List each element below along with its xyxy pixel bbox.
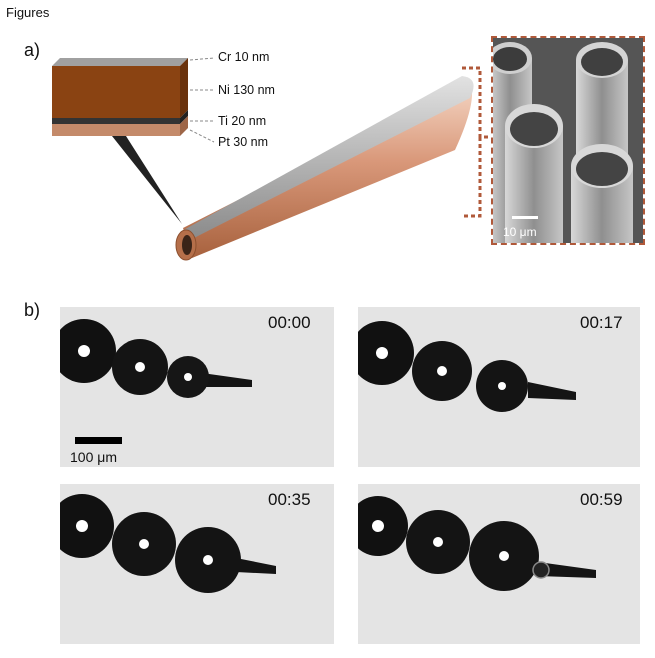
video-frame-2 bbox=[358, 307, 640, 467]
sem-micrograph bbox=[493, 38, 643, 243]
layer-label-ni: Ni 130 nm bbox=[218, 83, 275, 97]
video-frame-4 bbox=[358, 484, 640, 644]
timestamp-4: 00:59 bbox=[580, 490, 623, 509]
zoom-pointer bbox=[112, 136, 182, 224]
microtube-schematic bbox=[52, 57, 490, 261]
sem-scale-label: 10 μm bbox=[503, 225, 537, 239]
scale-bar-label: 100 μm bbox=[70, 449, 117, 465]
layer-label-pt: Pt 30 nm bbox=[218, 135, 269, 149]
timestamp-1: 00:00 bbox=[268, 313, 311, 332]
timestamp-3: 00:35 bbox=[268, 490, 311, 509]
panel-b-label: b) bbox=[24, 300, 41, 320]
figure-heading: Figures bbox=[6, 5, 50, 20]
layer-label-ti: Ti 20 nm bbox=[218, 114, 267, 128]
layer-label-cr: Cr 10 nm bbox=[218, 50, 270, 64]
rolled-tube bbox=[175, 76, 474, 261]
video-frame-3 bbox=[60, 484, 334, 644]
panel-a-label: a) bbox=[24, 40, 41, 60]
sem-scale-bar bbox=[512, 216, 538, 219]
timestamp-2: 00:17 bbox=[580, 313, 623, 332]
scale-bar bbox=[75, 437, 122, 444]
layer-stack bbox=[52, 58, 188, 136]
zoom-bracket bbox=[462, 66, 490, 218]
sem-frame bbox=[491, 36, 645, 245]
